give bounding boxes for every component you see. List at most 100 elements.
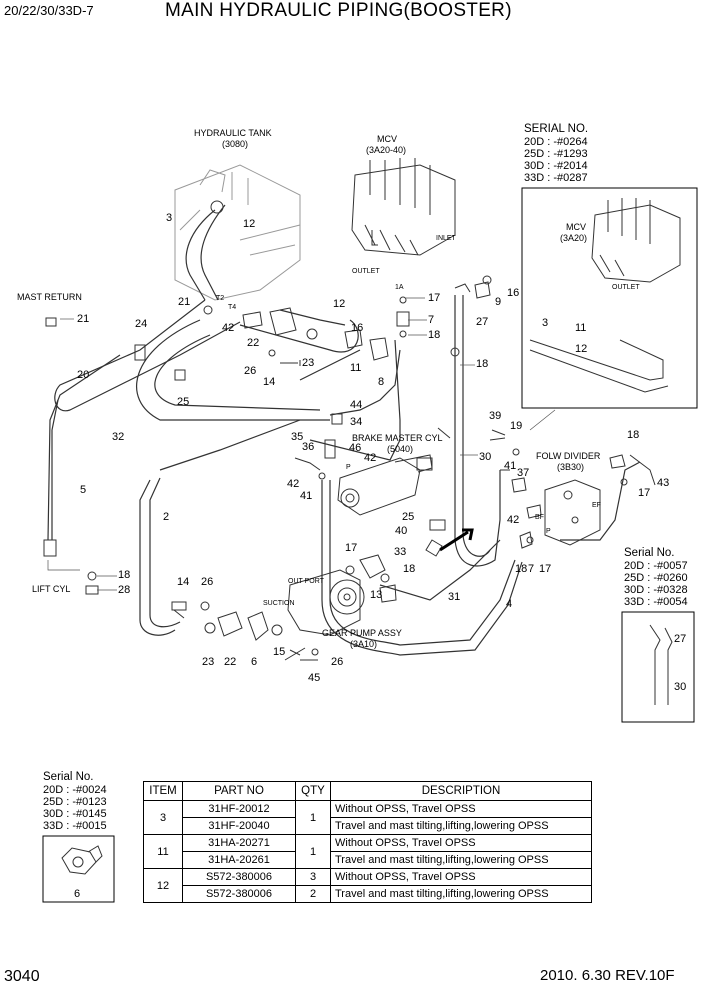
callout: 42 (222, 322, 235, 334)
serial-bottom-line: 25D : -#0123 (43, 796, 107, 808)
serial-top-line: 25D : -#1293 (524, 148, 588, 160)
callout: 18 (476, 358, 489, 370)
serial-bottom-line: 20D : -#0024 (43, 784, 107, 796)
fitting-6-bore (72, 856, 84, 868)
serial-right-hose (649, 624, 673, 705)
serial-bottom-box (42, 835, 115, 903)
fitting-6-thumbnail (61, 845, 103, 875)
qty-cell: 3 (295, 868, 331, 886)
callout: 44 (350, 399, 363, 411)
callout: 18 (515, 563, 528, 575)
part-no-cell: 31HA-20271 (182, 834, 296, 852)
callout: 40 (395, 525, 408, 537)
callout: 42 (364, 452, 377, 464)
callout: 17 (638, 487, 651, 499)
brake-master-cyl-drawing (337, 454, 433, 516)
callout: 17 (539, 563, 552, 575)
label-mast-return: MAST RETURN (17, 292, 82, 302)
callout: 7 (528, 563, 535, 575)
callout: 11 (350, 362, 362, 374)
page-title: MAIN HYDRAULIC PIPING(BOOSTER) (165, 0, 512, 21)
callout: 21 (77, 313, 90, 325)
callout: 35 (291, 431, 304, 443)
callout: 32 (112, 431, 125, 443)
callout: 6 (251, 656, 258, 668)
description-cell: Travel and mast tilting,lifting,lowering… (330, 851, 592, 869)
model-code: 20/22/30/33D-7 (4, 3, 94, 18)
label-port-ef: EF (592, 502, 601, 509)
mcv-inset-drawing (521, 187, 698, 409)
table-row: S572-380006 2 Travel and mast tilting,li… (144, 885, 592, 903)
callout-12-inset: 12 (575, 343, 588, 355)
col-header: QTY (295, 781, 331, 801)
serial-right-heading: Serial No. (624, 547, 675, 559)
label-outlet-inset: OUTLET (612, 284, 640, 291)
part-no-cell: 31HF-20040 (182, 817, 296, 835)
callout: 31 (448, 591, 461, 603)
label-hydraulic-tank-code: (3080) (222, 139, 249, 149)
part-no-cell: S572-380006 (182, 868, 296, 886)
table-row: 11 31HA-20271 1 Without OPSS, Travel OPS… (143, 834, 592, 869)
callout: 41 (300, 490, 313, 502)
hydraulic-tank-drawing (174, 164, 301, 301)
serial-top-line: 30D : -#2014 (524, 160, 588, 172)
serial-bottom-heading: Serial No. (43, 771, 94, 783)
qty-cell: 2 (295, 885, 331, 903)
serial-right-line: 33D : -#0054 (624, 596, 688, 608)
callout: 23 (302, 357, 315, 369)
col-header: DESCRIPTION (330, 781, 592, 801)
callout: 18 (627, 429, 640, 441)
table-row: 12 S572-380006 3 Without OPSS, Travel OP… (143, 868, 592, 903)
part-no-cell: S572-380006 (182, 885, 296, 903)
page-number: 3040 (4, 968, 40, 985)
description-cell: Without OPSS, Travel OPSS (330, 868, 592, 886)
callout: 46 (349, 442, 362, 454)
label-out-port: OUT PORT (288, 578, 324, 585)
label-mcv-inset: MCV (566, 222, 586, 232)
callout: 22 (247, 337, 260, 349)
label-gear-pump-assy: GEAR PUMP ASSY (322, 628, 402, 638)
callout: 36 (302, 441, 315, 453)
description-cell: Travel and mast tilting,lifting,lowering… (330, 885, 592, 903)
label-mcv-inset-code: (3A20) (560, 233, 588, 243)
qty-cell: 1 (295, 834, 331, 869)
serial-right-box (621, 611, 695, 723)
callout: 18 (118, 569, 131, 581)
callout: 14 (263, 376, 276, 388)
callout: 9 (495, 296, 502, 308)
callout: 12 (243, 218, 256, 230)
label-port-t4: T4 (228, 304, 237, 311)
label-flow-divider: FOLW DIVIDER (536, 451, 601, 461)
label-port-1a: 1A (395, 284, 404, 291)
callout: 7 (428, 314, 435, 326)
callout-6-thumbnail: 6 (74, 888, 81, 900)
callout: 24 (135, 318, 148, 330)
callout: 21 (178, 296, 191, 308)
callout: 16 (507, 287, 520, 299)
callout: 25 (402, 511, 415, 523)
label-flow-divider-code: (3B30) (557, 462, 585, 472)
callout: 41 (504, 460, 517, 472)
callout: 3 (166, 212, 173, 224)
label-suction: SUCTION (263, 600, 295, 607)
table-header-row: ITEM PART NO QTY DESCRIPTION (143, 781, 592, 801)
callout: 23 (202, 656, 215, 668)
col-header: ITEM (143, 781, 183, 801)
callout: 20 (77, 369, 90, 381)
callout: 15 (273, 646, 286, 658)
label-port-p: P (546, 528, 551, 535)
label-outlet: OUTLET (352, 268, 380, 275)
fittings (43, 200, 656, 661)
callout: 27 (476, 316, 489, 328)
callout: 14 (177, 576, 190, 588)
label-port-bf: BF (535, 514, 544, 521)
hoses (47, 204, 641, 656)
callout: 37 (517, 467, 530, 479)
gear-pump-drawing (287, 569, 365, 636)
item-cell: 11 (143, 834, 183, 869)
callout: 43 (657, 477, 670, 489)
serial-top-line: 33D : -#0287 (524, 172, 588, 184)
label-mcv: MCV (377, 134, 397, 144)
label-mcv-code: (3A20-40) (366, 145, 407, 155)
callout: 18 (403, 563, 416, 575)
